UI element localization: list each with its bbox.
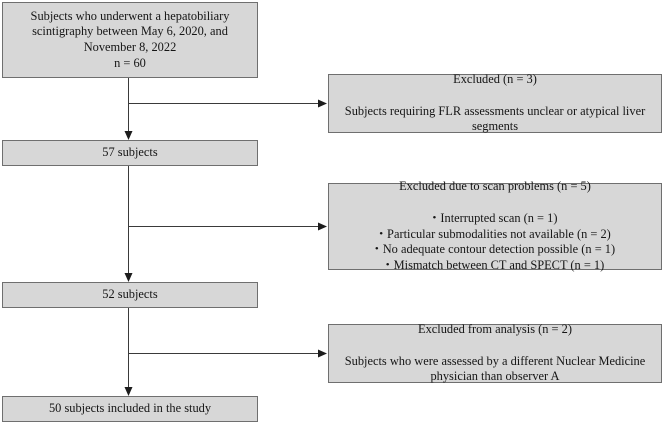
node-57-subjects: 57 subjects (2, 140, 258, 166)
arrowhead-to-excluded-3 (318, 349, 327, 358)
node-excluded-2-list-item: •Particular submodalities not available … (333, 227, 657, 243)
node-52-subjects-label: 52 subjects (102, 287, 158, 302)
node-excluded-2-list-item: •Interrupted scan (n = 1) (333, 211, 657, 227)
node-50-subjects-included: 50 subjects included in the study (2, 396, 258, 422)
bullet-icon: • (374, 243, 379, 256)
node-excluded-2: Excluded due to scan problems (n = 5) •I… (328, 179, 662, 272)
node-excluded-1-heading: Excluded (n = 3) (453, 72, 537, 86)
node-57-subjects-label: 57 subjects (102, 145, 158, 160)
node-excluded-2-list-item-label: Particular submodalities not available (… (387, 226, 611, 241)
arrowhead-to-52 (124, 273, 133, 282)
node-excluded-2-list-item: •Mismatch between CT and SPECT (n = 1) (333, 258, 657, 274)
arrowhead-to-excluded-1 (318, 99, 327, 108)
bullet-icon: • (432, 211, 437, 224)
node-excluded-3-body: Excluded from analysis (n = 2) Subjects … (333, 306, 657, 401)
node-excluded-2-list-item-label: Interrupted scan (n = 1) (440, 210, 558, 225)
arrowhead-to-50 (124, 387, 133, 396)
node-excluded-2-body: Excluded due to scan problems (n = 5) •I… (333, 164, 657, 290)
bullet-icon: • (379, 227, 384, 240)
node-excluded-2-list-item-label: Mismatch between CT and SPECT (n = 1) (393, 258, 605, 272)
node-excluded-1: Excluded (n = 3) Subjects requiring FLR … (328, 72, 662, 133)
node-52-subjects: 52 subjects (2, 282, 258, 308)
node-excluded-3-detail: Subjects who were assessed by a differen… (344, 353, 646, 384)
node-enrolled-subjects: Subjects who underwent a hepatobiliary s… (2, 2, 258, 78)
node-excluded-3: Excluded from analysis (n = 2) Subjects … (328, 322, 662, 383)
node-excluded-3-heading: Excluded from analysis (n = 2) (418, 322, 572, 336)
node-excluded-2-list: •Interrupted scan (n = 1)•Particular sub… (333, 211, 657, 274)
node-excluded-1-body: Excluded (n = 3) Subjects requiring FLR … (333, 56, 657, 151)
arrowhead-to-excluded-2 (318, 222, 327, 231)
node-excluded-1-detail: Subjects requiring FLR assessments uncle… (344, 103, 646, 134)
node-excluded-2-list-item: •No adequate contour detection possible … (333, 242, 657, 258)
node-excluded-2-heading: Excluded due to scan problems (n = 5) (399, 179, 591, 194)
node-excluded-2-list-item-label: No adequate contour detection possible (… (382, 242, 616, 257)
arrowhead-to-57 (124, 131, 133, 140)
node-50-subjects-included-label: 50 subjects included in the study (48, 401, 212, 416)
node-enrolled-subjects-label: Subjects who underwent a hepatobiliary s… (30, 8, 230, 70)
bullet-icon: • (385, 259, 390, 271)
